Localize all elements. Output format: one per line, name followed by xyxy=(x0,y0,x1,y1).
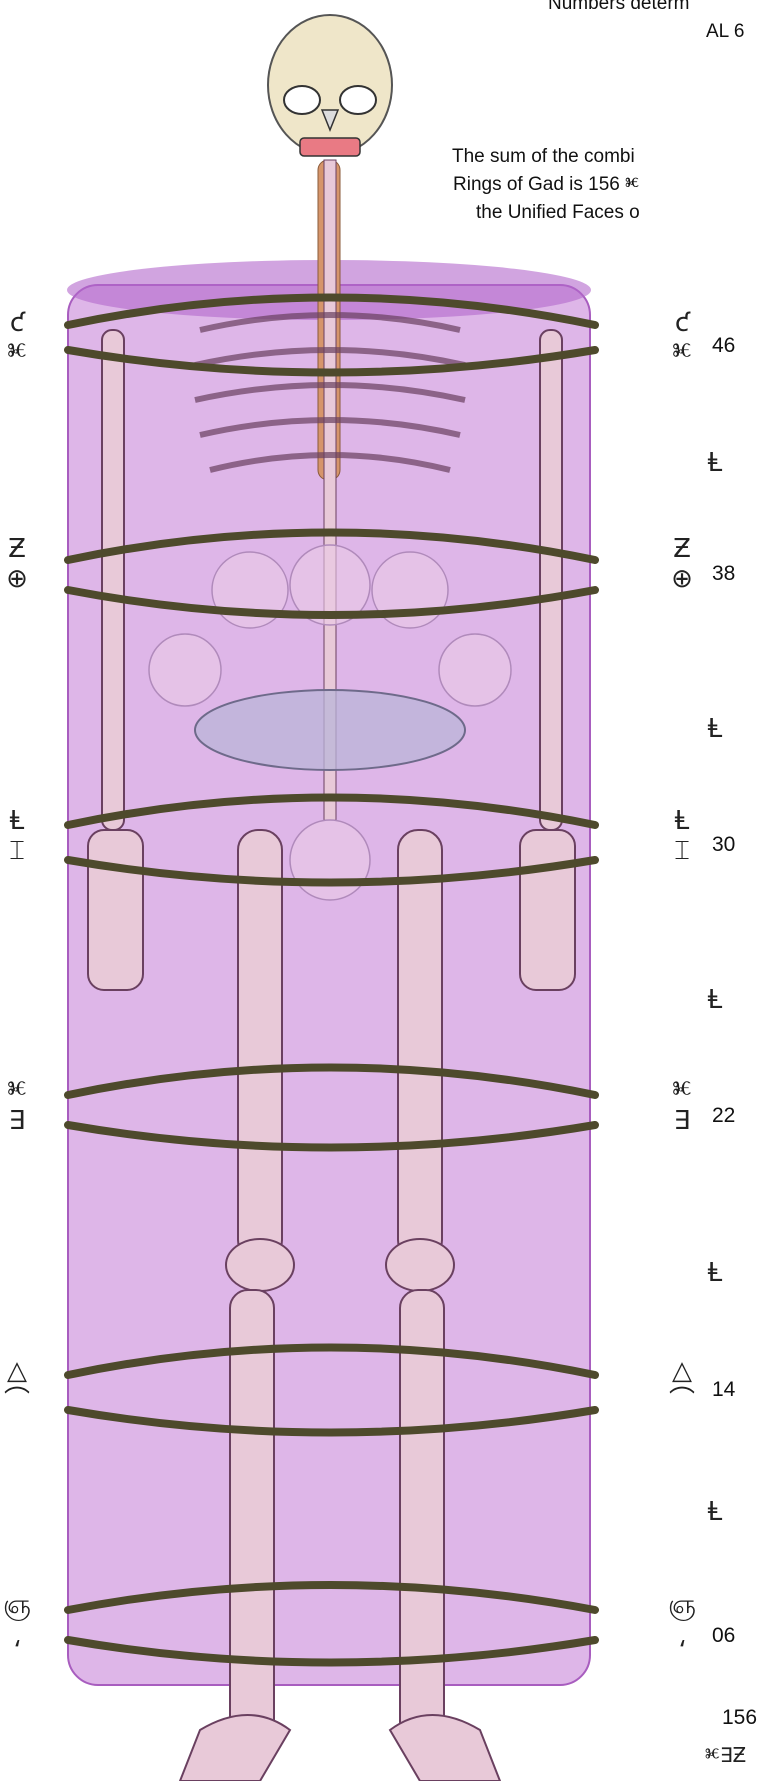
ring-3-right-glyph-top: Ⱡ xyxy=(667,806,697,836)
ring-1-value: 46 xyxy=(712,334,735,358)
ring-6-right-glyph-bottom: ⸲ xyxy=(667,1620,697,1650)
ring-6-value: 06 xyxy=(712,1624,735,1648)
ring-4-right-glyph-bottom: ∃ xyxy=(667,1106,697,1136)
ring-5-left-glyph-top: △ xyxy=(2,1356,32,1386)
ring-1-left-glyph-bottom: ⱘ xyxy=(2,338,32,368)
ring-5-right-glyph-top: △ xyxy=(667,1356,697,1386)
ring-3-left-glyph-bottom: ⌶ xyxy=(2,836,32,866)
separator-glyph-4: Ⱡ xyxy=(700,1258,730,1288)
ring-6-left-glyph-bottom: ⸲ xyxy=(2,1620,32,1650)
separator-glyph-2: Ⱡ xyxy=(700,714,730,744)
ring-2-left-glyph-bottom: ⊕ xyxy=(2,564,32,594)
ring-6-right-glyph-top: ஞ xyxy=(667,1590,697,1620)
ring-1-right-glyph-top: ƈ xyxy=(667,308,697,338)
ring-4-right-glyph-top: ⱘ xyxy=(667,1076,697,1106)
ring-3-value: 30 xyxy=(712,833,735,857)
ring-5-right-glyph-bottom: ⌒ xyxy=(667,1386,697,1416)
total-glyphs: ⱘ∃Ƶ xyxy=(705,1740,770,1770)
ring-3-right-glyph-bottom: ⌶ xyxy=(667,836,697,866)
skull xyxy=(268,15,392,156)
ring-2-value: 38 xyxy=(712,562,735,586)
total-value: 156 xyxy=(722,1706,757,1730)
ring-4-value: 22 xyxy=(712,1104,735,1128)
ring-2-left-glyph-top: Ƶ xyxy=(2,534,32,564)
ring-5-left-glyph-bottom: ⌒ xyxy=(2,1386,32,1416)
ring-1-left-glyph-top: ƈ xyxy=(2,308,32,338)
separator-glyph-3: Ⱡ xyxy=(700,985,730,1015)
ring-5-value: 14 xyxy=(712,1378,735,1402)
header-line-2: AL 6 xyxy=(706,20,744,44)
ring-6-left-glyph-top: ஞ xyxy=(2,1590,32,1620)
ring-2-right-glyph-top: Ƶ xyxy=(667,534,697,564)
ring-4-left-glyph-bottom: ∃ xyxy=(2,1106,32,1136)
separator-glyph-1: Ⱡ xyxy=(700,448,730,478)
header-line-1: Numbers determ xyxy=(548,0,690,16)
ring-3-left-glyph-top: Ⱡ xyxy=(2,806,32,836)
bowl xyxy=(195,690,465,770)
ring-1-right-glyph-bottom: ⱘ xyxy=(667,338,697,368)
header-line-3: The sum of the combi xyxy=(452,145,635,169)
separator-glyph-5: Ⱡ xyxy=(700,1497,730,1527)
ring-4-left-glyph-top: ⱘ xyxy=(2,1076,32,1106)
header-line-4: Rings of Gad is 156 ⱘ xyxy=(453,173,639,197)
ring-2-right-glyph-bottom: ⊕ xyxy=(667,564,697,594)
feet xyxy=(180,1715,500,1781)
header-line-5: the Unified Faces o xyxy=(476,201,640,225)
